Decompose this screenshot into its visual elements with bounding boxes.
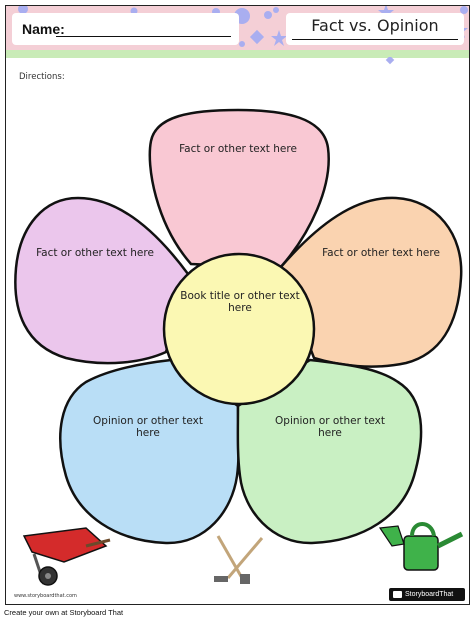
storyboardthat-logo[interactable]: StoryboardThat	[389, 588, 465, 601]
name-field[interactable]: Name:	[12, 13, 239, 45]
petal-bottom-left-text: Opinion or other text here	[93, 415, 203, 439]
petal-top-text: Fact or other text here	[179, 143, 297, 155]
decoration-dot	[130, 7, 138, 15]
decoration-dot	[273, 7, 279, 13]
decoration-diamond	[385, 55, 395, 65]
watering-can-icon	[378, 522, 464, 571]
wheelbarrow-icon	[22, 527, 111, 586]
footer-url: www.storyboardthat.com	[14, 593, 77, 599]
decoration-dot	[264, 11, 272, 19]
petal-left[interactable]	[14, 196, 190, 365]
worksheet-page: Name: Fact vs. Opinion Directions:	[5, 5, 470, 605]
petal-left-text: Fact or other text here	[36, 247, 154, 259]
header-stripe	[6, 50, 469, 65]
petal-right[interactable]	[278, 196, 463, 368]
petal-bottom-left[interactable]	[59, 358, 240, 545]
header-banner: Name: Fact vs. Opinion	[6, 6, 469, 50]
flower-center[interactable]	[162, 252, 316, 406]
name-label: Name:	[22, 21, 65, 37]
decoration-star	[271, 30, 287, 46]
petal-bottom-right-text: Opinion or other text here	[275, 415, 385, 439]
title-box: Fact vs. Opinion	[286, 13, 464, 45]
petal-right-text: Fact or other text here	[322, 247, 440, 259]
decoration-dot	[239, 41, 245, 47]
worksheet-title: Fact vs. Opinion	[311, 16, 439, 35]
stripe-decorations	[385, 55, 395, 65]
title-underline	[292, 39, 458, 40]
credit-line[interactable]: Create your own at Storyboard That	[4, 608, 124, 617]
header-decorations	[18, 6, 468, 47]
decoration-dot	[18, 6, 28, 14]
directions-label: Directions:	[19, 72, 65, 82]
storyboard-icon	[393, 591, 402, 598]
flower-graphic-organizer	[14, 108, 464, 586]
brand-name: StoryboardThat	[405, 591, 454, 598]
center-text: Book title or other text here	[180, 290, 300, 314]
petal-bottom-right[interactable]	[236, 358, 423, 545]
name-line	[56, 36, 231, 37]
garden-tools-icon	[214, 535, 264, 584]
decoration-dot	[460, 6, 468, 14]
petal-top[interactable]	[148, 108, 330, 270]
